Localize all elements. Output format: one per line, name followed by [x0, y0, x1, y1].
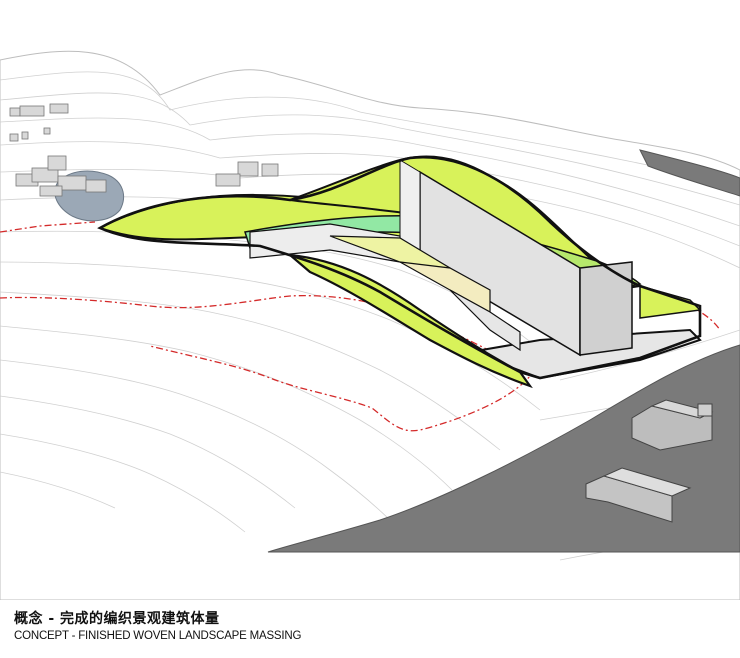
roadside-buildings	[585, 399, 714, 523]
road-upper	[639, 149, 740, 197]
contour-lines	[0, 71, 740, 561]
roof-strip-south	[286, 253, 533, 389]
village-blocks	[9, 103, 279, 197]
tall-block	[399, 159, 633, 357]
site-massing-diagram	[0, 50, 740, 600]
terraced-steps	[249, 223, 521, 352]
caption-title-chinese: 概念 - 完成的编织景观建筑体量	[14, 611, 220, 627]
caption-title-english: CONCEPT - FINISHED WOVEN LANDSCAPE MASSI…	[14, 630, 302, 642]
woven-landscape-building	[97, 155, 702, 389]
building-outline	[97, 155, 702, 380]
